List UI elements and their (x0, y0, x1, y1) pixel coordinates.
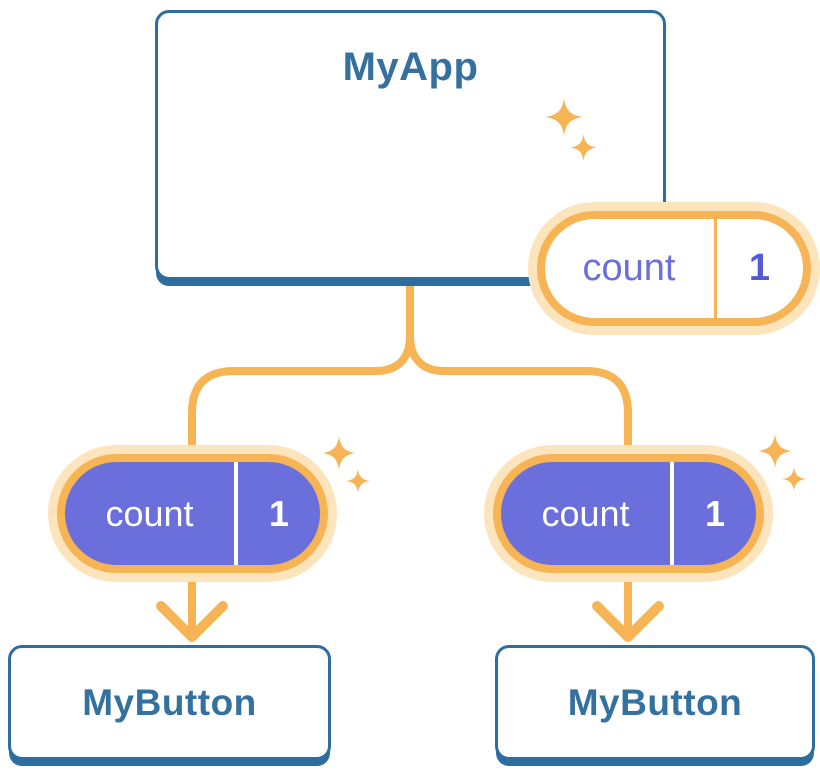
state-value: 1 (268, 492, 290, 534)
sparkle-icon (570, 134, 597, 161)
state-pill-ring: count 1 (493, 454, 764, 573)
connector-branch-left (188, 282, 414, 456)
state-pill-ring: count 1 (57, 454, 328, 573)
pill-divider (713, 219, 717, 318)
state-pill-right: count 1 (484, 445, 773, 582)
component-title: MyButton (82, 681, 257, 723)
arrow-head-right-icon (592, 601, 664, 642)
sparkle-icon (758, 434, 792, 468)
connector-branch-right (406, 282, 632, 456)
component-card-mybutton-left: MyButton (8, 645, 331, 760)
state-pill-left: count 1 (48, 445, 337, 582)
state-pill-root: count 1 (527, 202, 820, 335)
component-card-mybutton-right: MyButton (495, 645, 815, 760)
sparkle-icon (545, 98, 583, 136)
state-name: count (105, 492, 194, 534)
arrow-head-left-icon (156, 601, 228, 642)
sparkle-icon (782, 467, 806, 491)
pill-divider (234, 462, 238, 565)
state-name: count (582, 247, 676, 289)
sparkle-icon (322, 436, 356, 470)
component-title: MyButton (567, 681, 743, 723)
state-value: 1 (704, 492, 726, 534)
state-name: count (541, 492, 630, 534)
state-pill-ring: count 1 (536, 211, 811, 326)
state-value: 1 (748, 247, 771, 289)
pill-divider (670, 462, 674, 565)
sparkle-icon (346, 469, 370, 493)
component-title: MyApp (342, 45, 479, 89)
